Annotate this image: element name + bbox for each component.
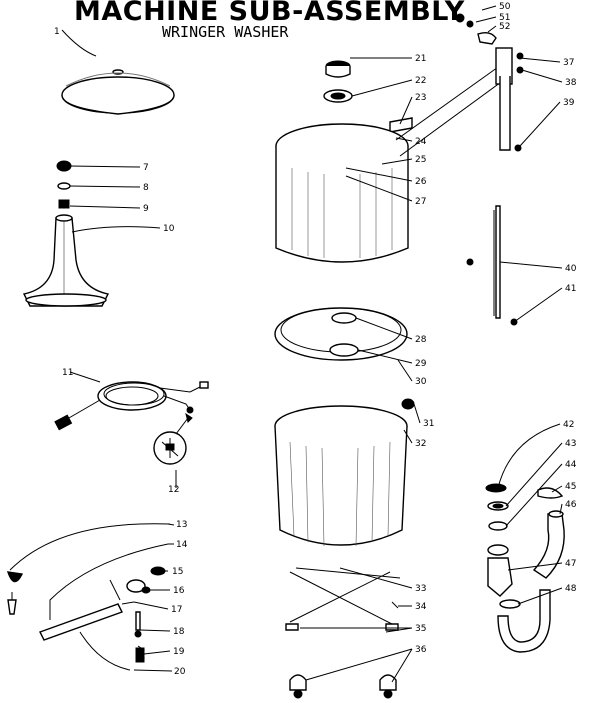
- callout-21: 21: [415, 54, 426, 64]
- part-8-washer: [57, 182, 71, 190]
- part-20-arrow: [79, 631, 131, 671]
- part-16-valve: [126, 579, 151, 594]
- callout-45: 45: [565, 482, 576, 492]
- callout-11: 11: [62, 368, 73, 378]
- part-44-seal: [488, 521, 508, 531]
- part-14-hose-tube: [39, 543, 169, 641]
- part-50-52-fasteners: [455, 13, 497, 45]
- part-1-lid: [61, 69, 175, 115]
- callout-23: 23: [415, 93, 426, 103]
- part-40-rod: [493, 205, 501, 319]
- callout-51: 51: [499, 13, 510, 23]
- part-11-power-cord: [54, 381, 209, 431]
- callout-1: 1: [54, 27, 60, 37]
- part-45-clamp: [537, 487, 564, 499]
- callout-18: 18: [173, 627, 185, 637]
- diagram-title: MACHINE SUB-ASSEMBLY: [74, 0, 465, 27]
- callout-13: 13: [176, 520, 187, 530]
- wringer-post-top: [395, 47, 524, 157]
- part-13-hose: [6, 523, 171, 615]
- callout-16: 16: [173, 586, 185, 596]
- part-23-bracket: [389, 117, 413, 133]
- part-19-spring: [135, 645, 145, 663]
- callout-31: 31: [423, 419, 434, 429]
- leader-lines: [61, 5, 563, 683]
- callout-40: 40: [565, 264, 577, 274]
- callout-25: 25: [415, 155, 426, 165]
- callout-52: 52: [499, 22, 510, 32]
- callout-44: 44: [565, 460, 577, 470]
- part-7-cap: [56, 160, 72, 172]
- callout-39: 39: [563, 98, 575, 108]
- part-42-pump-cap: [485, 483, 507, 493]
- callout-37: 37: [563, 58, 574, 68]
- callout-42: 42: [563, 420, 574, 430]
- callout-22: 22: [415, 76, 426, 86]
- part-18-lever: [134, 611, 142, 638]
- callout-15: 15: [172, 567, 183, 577]
- callout-17: 17: [171, 605, 182, 615]
- callout-12: 12: [168, 485, 179, 495]
- part-47-pump-body: [487, 544, 513, 597]
- callout-48: 48: [565, 584, 577, 594]
- outer-tub: [275, 123, 409, 263]
- diagram-subtitle: WRINGER WASHER: [162, 23, 289, 41]
- callout-20: 20: [174, 667, 186, 677]
- part-17-clip: [121, 601, 135, 605]
- callout-27: 27: [415, 197, 426, 207]
- callout-35: 35: [415, 624, 426, 634]
- part-22-gasket: [323, 89, 353, 103]
- callout-32: 32: [415, 439, 426, 449]
- callout-26: 26: [415, 177, 427, 187]
- callout-19: 19: [173, 647, 185, 657]
- callout-34: 34: [415, 602, 427, 612]
- callout-38: 38: [565, 78, 577, 88]
- part-9-nut: [58, 199, 70, 209]
- part-48-trap: [497, 589, 551, 653]
- part-21-bearing: [325, 60, 351, 78]
- callout-8: 8: [143, 183, 149, 193]
- part-32-inner-tub: [274, 405, 408, 547]
- part-10-agitator: [22, 214, 110, 307]
- part-36-casters: [289, 674, 397, 699]
- part-12-plug-detail: [153, 412, 193, 465]
- callout-43: 43: [565, 439, 576, 449]
- callout-28: 28: [415, 335, 427, 345]
- callout-9: 9: [143, 204, 149, 214]
- callout-50: 50: [499, 2, 511, 12]
- callout-33: 33: [415, 584, 426, 594]
- part-30-tub-cover: [274, 307, 408, 361]
- callout-47: 47: [565, 559, 576, 569]
- part-31-bushing: [401, 398, 415, 410]
- callout-10: 10: [163, 224, 175, 234]
- part-35-foot: [285, 623, 399, 631]
- callout-36: 36: [415, 645, 427, 655]
- callout-29: 29: [415, 359, 427, 369]
- part-33-frame: [289, 567, 401, 625]
- part-43-impeller: [487, 501, 509, 511]
- callout-41: 41: [565, 284, 576, 294]
- part-28-ring: [331, 312, 357, 324]
- part-34-bolt: [391, 601, 399, 609]
- callout-14: 14: [176, 540, 188, 550]
- callout-30: 30: [415, 377, 427, 387]
- part-41-pin: [466, 258, 518, 326]
- callout-46: 46: [565, 500, 577, 510]
- part-29-ring: [329, 343, 359, 357]
- callout-24: 24: [415, 137, 427, 147]
- callout-7: 7: [143, 163, 149, 173]
- part-46-elbow: [532, 510, 565, 579]
- callout-labels: 1 7 8 9 10 11 12 13 14 15 16 17 18 19 20…: [54, 2, 577, 677]
